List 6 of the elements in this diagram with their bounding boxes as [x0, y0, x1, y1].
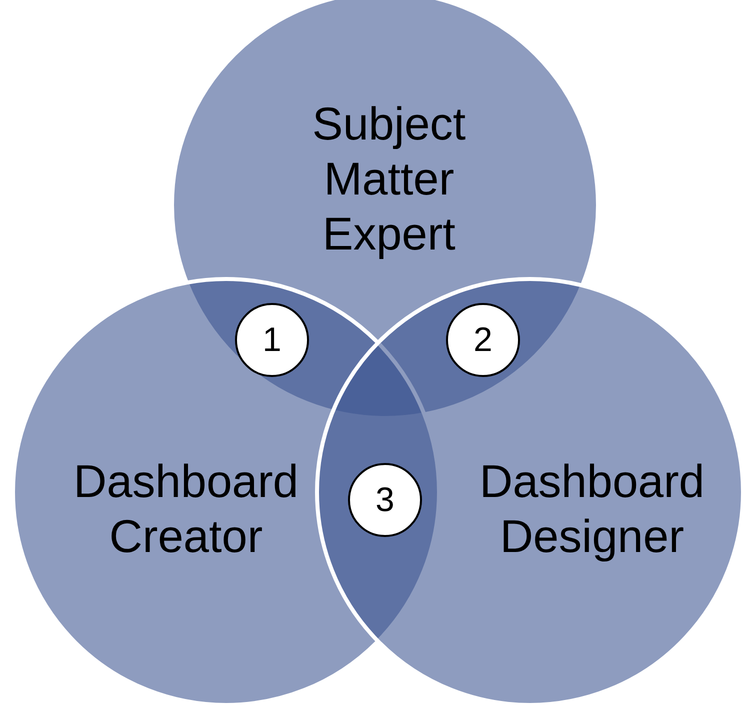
- callout-number: 2: [446, 303, 520, 377]
- venn-label: Dashboard Designer: [478, 454, 706, 564]
- venn-label: Dashboard Creator: [72, 454, 300, 564]
- venn-label: Subject Matter Expert: [311, 96, 467, 262]
- callout-number: 1: [235, 303, 309, 377]
- callout-number: 3: [348, 463, 422, 537]
